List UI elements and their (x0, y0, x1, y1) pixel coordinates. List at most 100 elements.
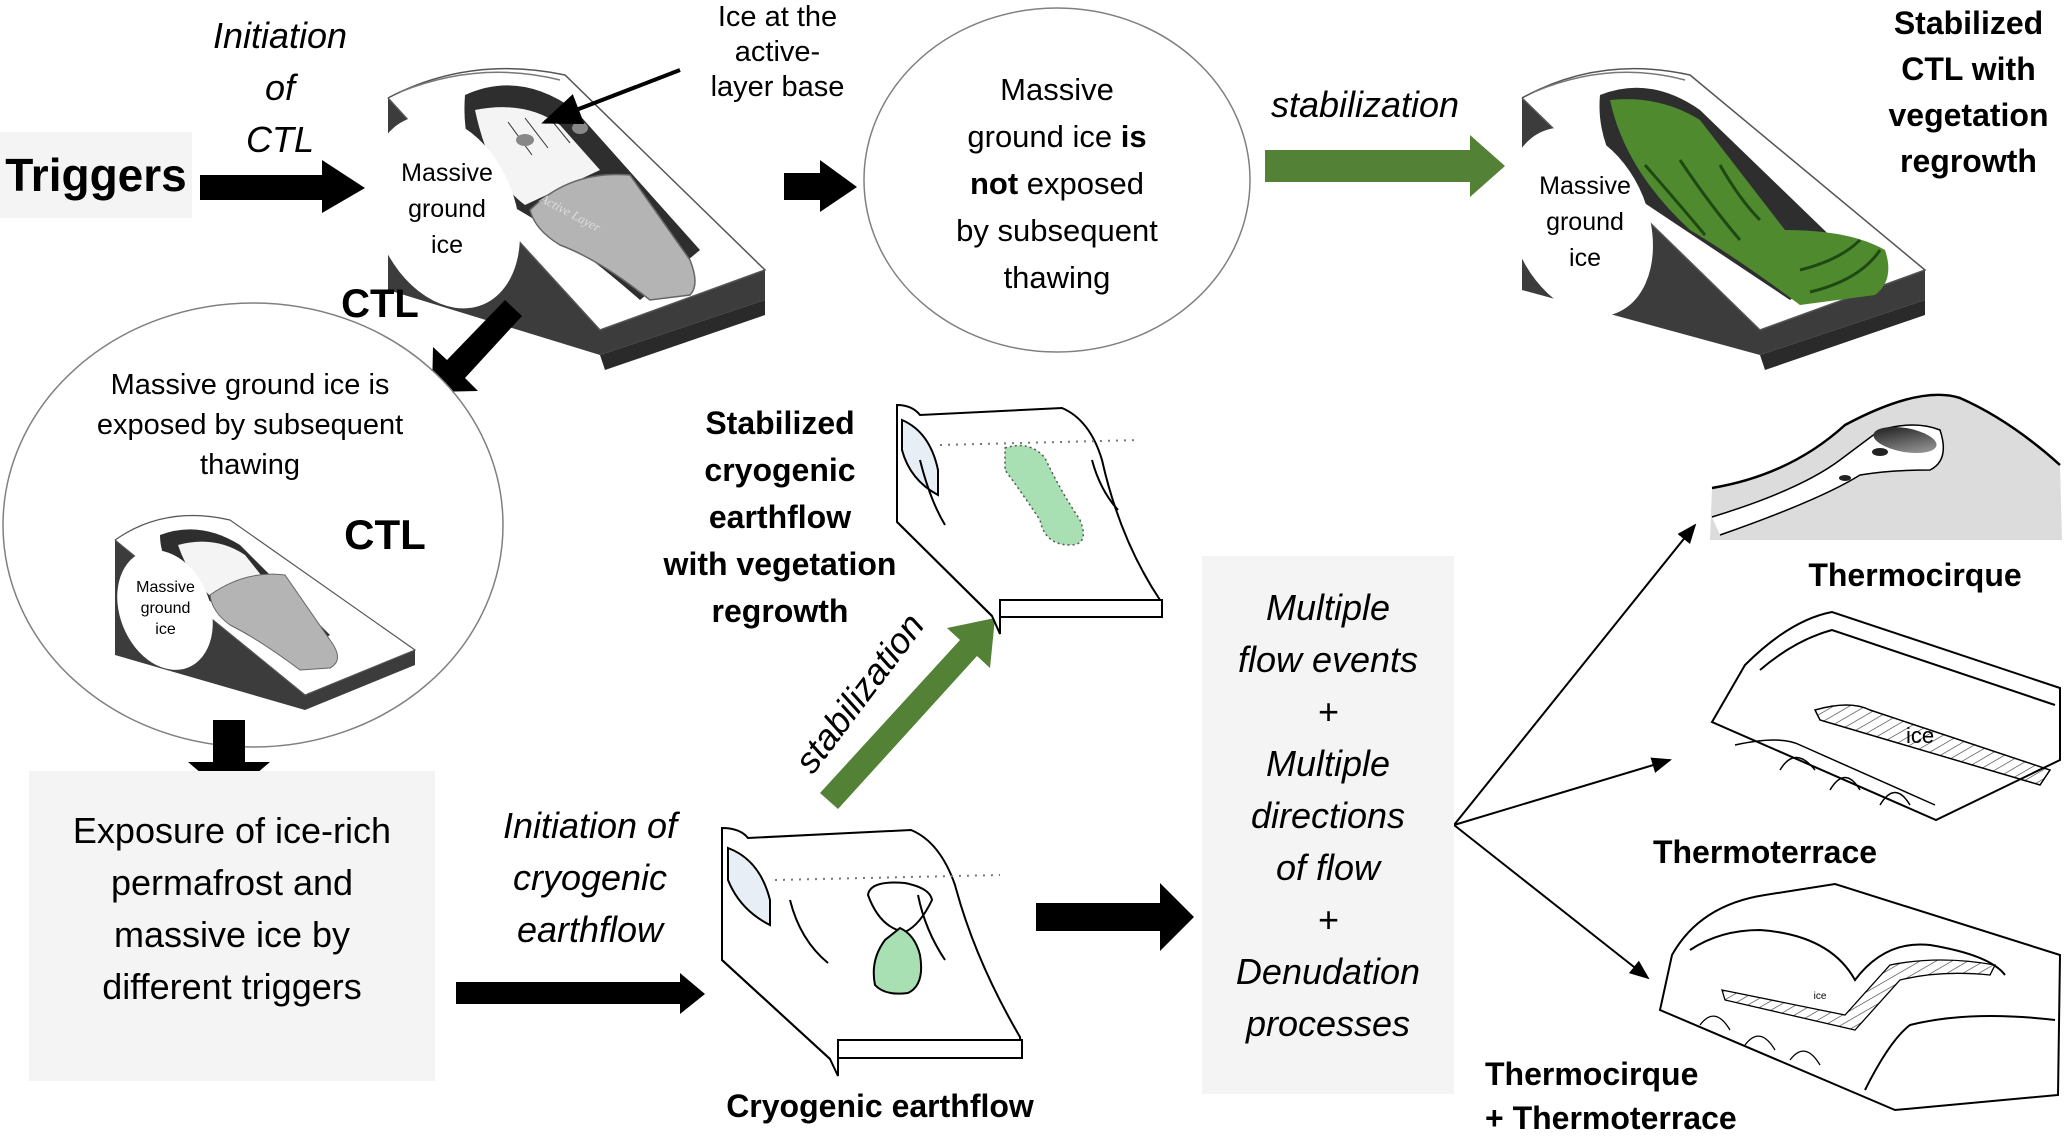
green-stabilization-arrow-diagonal (820, 618, 995, 809)
ice-label-line: Massive (136, 579, 195, 596)
process-line: Multiple (1265, 587, 1391, 628)
stabilized-ctl-label: Stabilized CTL with vegetation regrowth (1870, 0, 2067, 184)
label-line: + Thermoterrace (1485, 1100, 1737, 1136)
combined-ice-label: ice (1813, 991, 1827, 1002)
process-line: + (1317, 691, 1339, 732)
triggers-label: Triggers (5, 149, 187, 201)
exposure-line: different triggers (102, 966, 362, 1007)
label-line: vegetation (1888, 97, 2049, 133)
process-box (1202, 556, 1454, 1094)
massive-ground-ice-ellipse (1507, 127, 1653, 317)
label-line: regrowth (711, 593, 849, 629)
label-line: CTL with (1901, 51, 2036, 87)
label-line: Stabilized (705, 405, 855, 441)
process-line: processes (1245, 1003, 1411, 1044)
arrow-to-combined (1453, 824, 1650, 980)
exposed-line: exposed by subsequent (96, 409, 404, 441)
label-line: Thermocirque (1485, 1056, 1699, 1092)
arrow-ctl-to-not-exposed (784, 160, 857, 212)
ice-label-line: ice (431, 231, 463, 259)
ctl-ice-label: Massive ground ice (392, 155, 502, 263)
combined-label: Thermocirque + Thermoterrace (1485, 1052, 1755, 1140)
exposure-line: Exposure of ice-rich (72, 810, 392, 851)
ctl-label: CTL (341, 282, 419, 326)
process-box-text: Multiple flow events + Multiple directio… (1202, 582, 1454, 1050)
exposed-ellipse-text: Massive ground ice is exposed by subsequ… (40, 365, 460, 485)
ctl-slope-illustration (370, 67, 767, 370)
exposure-box-text: Exposure of ice-rich permafrost and mass… (29, 805, 435, 1013)
thermocirque-label: Thermocirque (1808, 557, 2022, 593)
ice-lens-icon (572, 122, 588, 134)
exposed-ctl-illustration (114, 514, 417, 710)
stabilized-earthflow-label: Stabilized cryogenic earthflow with vege… (640, 400, 920, 635)
not-exposed-line: thawing (1003, 260, 1111, 295)
ice-label-line: ice (155, 621, 176, 638)
arrow-to-thermocirque (1453, 523, 1697, 826)
label-line: Initiation of (502, 805, 678, 846)
ice-annotation-line: Ice at the (717, 1, 838, 33)
cryogenic-earthflow-label: Cryogenic earthflow (726, 1088, 1034, 1124)
ice-label-line: ice (1569, 244, 1601, 272)
cryogenic-earthflow-illustration (721, 826, 1024, 1077)
process-line: + (1317, 899, 1339, 940)
ice-annotation-line: layer base (710, 71, 845, 103)
ice-label-line: ground (408, 195, 486, 223)
arrow-triggers-to-ctl (200, 160, 365, 213)
not-exposed-line: ground ice is (967, 119, 1147, 154)
ice-lens-icon (516, 134, 534, 146)
exposed-ctl-label: CTL (344, 511, 426, 558)
exposed-ice-label: Massive ground ice (128, 577, 203, 640)
ice-label-line: Massive (1539, 172, 1631, 200)
process-line: Multiple (1265, 743, 1391, 784)
label-line: earthflow (516, 909, 664, 950)
exposure-line: permafrost and (110, 862, 354, 903)
thermoterrace-illustration (1710, 610, 2061, 822)
initiation-earthflow-label: Initiation of cryogenic earthflow (470, 800, 710, 956)
label-line: cryogenic (704, 452, 856, 488)
thermoterrace-ice-label: ice (1905, 723, 1935, 748)
ice-annotation-line: active- (734, 36, 821, 68)
initiation-ctl-line: CTL (245, 119, 314, 160)
not-exposed-line: Massive (1000, 72, 1114, 107)
exposure-box (29, 771, 435, 1081)
label-line: regrowth (1900, 143, 2037, 179)
ice-label-line: ground (140, 600, 191, 617)
massive-ground-ice-ellipse (370, 115, 520, 309)
annotation-arrow-ice (541, 68, 681, 124)
thermocirque-illustration (1710, 393, 2062, 540)
process-line: directions (1250, 795, 1406, 836)
exposed-line: Massive ground ice is (110, 369, 390, 401)
process-line: flow events (1237, 639, 1419, 680)
ice-label-line: ground (1546, 208, 1624, 236)
stabilized-ctl-illustration (1507, 67, 1927, 370)
exposure-line: massive ice by (113, 914, 351, 955)
initiation-ctl-label: Initiation of CTL (190, 10, 370, 166)
arrow-to-thermoterrace (1453, 757, 1672, 826)
triggers-box (0, 132, 192, 218)
not-exposed-line: by subsequent (956, 213, 1158, 248)
thermoterrace-label: Thermoterrace (1652, 834, 1878, 870)
not-exposed-line: not exposed (969, 166, 1145, 201)
arrow-ctl-to-exposed (432, 300, 522, 392)
process-line: of flow (1275, 847, 1381, 888)
stabilization-label-top: stabilization (1270, 84, 1460, 125)
label-line: with vegetation (663, 546, 897, 582)
stabilized-ctl-ice-label: Massive ground ice (1530, 168, 1640, 276)
not-exposed-circle (863, 7, 1251, 353)
exposed-line: thawing (200, 449, 300, 481)
initiation-ctl-line: of (264, 67, 296, 108)
ice-label-line: Massive (401, 159, 493, 187)
process-line: Denudation (1235, 951, 1421, 992)
ice-annotation: Ice at the active- layer base (690, 0, 865, 105)
label-line: Stabilized (1893, 5, 2044, 41)
stabilized-earthflow-illustration (896, 403, 1164, 635)
label-line: cryogenic (512, 857, 668, 898)
combined-illustration (1658, 882, 2062, 1112)
initiation-ctl-line: Initiation (212, 15, 348, 56)
arrow-exposure-to-earthflow (456, 973, 705, 1014)
not-exposed-text: Massive ground ice is not exposed by sub… (917, 66, 1197, 301)
label-line: earthflow (708, 499, 852, 535)
green-stabilization-arrow-top (1265, 135, 1505, 197)
arrow-earthflow-to-process-box (1036, 883, 1194, 951)
